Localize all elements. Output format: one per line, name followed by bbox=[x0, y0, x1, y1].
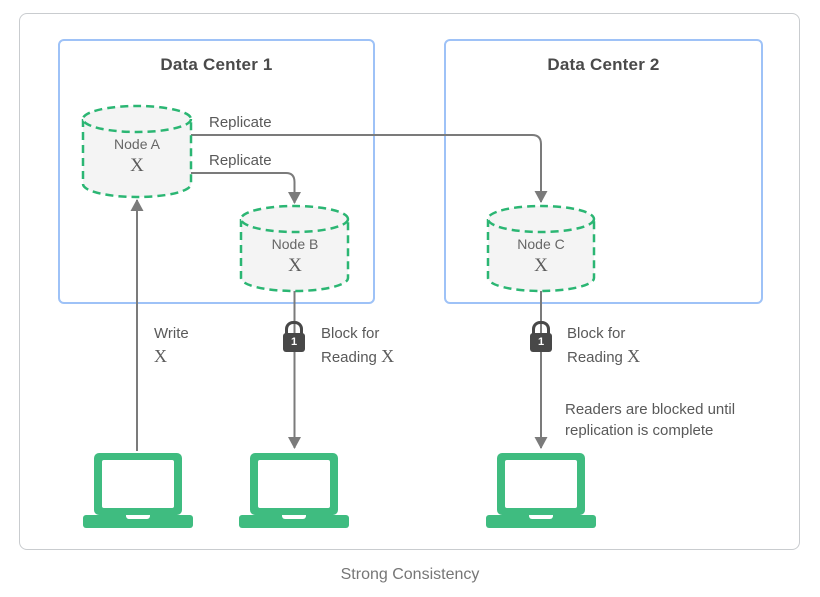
block-line1: Block for bbox=[567, 325, 626, 342]
lock-badge: 1 bbox=[530, 333, 552, 352]
laptop-icon-reader-1 bbox=[239, 453, 349, 529]
laptop-notch bbox=[529, 515, 553, 519]
block-value-x: X bbox=[627, 346, 641, 366]
laptop-screen-inner bbox=[258, 460, 330, 508]
lock-shackle bbox=[285, 321, 303, 336]
node-c-name: Node C bbox=[517, 236, 565, 252]
lock-badge: 1 bbox=[283, 333, 305, 352]
node-a-value: X bbox=[130, 155, 144, 176]
laptop-icon-reader-2 bbox=[486, 453, 596, 529]
readers-blocked-note: Readers are blocked until replication is… bbox=[565, 399, 735, 441]
note-line2: replication is complete bbox=[565, 422, 714, 439]
diagram-caption: Strong Consistency bbox=[340, 566, 480, 583]
node-b-name: Node B bbox=[271, 236, 319, 252]
replicate-label-1: Replicate bbox=[209, 114, 272, 131]
node-b-value: X bbox=[288, 255, 302, 276]
laptop-base bbox=[83, 515, 193, 528]
lock-icon-node-c: 1 bbox=[530, 321, 552, 352]
note-line1: Readers are blocked until bbox=[565, 401, 736, 418]
write-label: Write X bbox=[154, 322, 189, 369]
laptop-screen bbox=[94, 453, 182, 515]
laptop-screen bbox=[250, 453, 338, 515]
laptop-base bbox=[239, 515, 349, 528]
lock-shackle bbox=[532, 321, 550, 336]
laptop-screen-inner bbox=[505, 460, 577, 508]
block-value-x: X bbox=[381, 346, 395, 366]
laptop-icon-writer bbox=[83, 453, 193, 529]
block-line2: Reading bbox=[321, 349, 377, 366]
node-a-label: Node A X bbox=[83, 136, 191, 179]
replicate-label-2: Replicate bbox=[209, 152, 272, 169]
data-center-1-title: Data Center 1 bbox=[160, 55, 273, 74]
node-b-label: Node B X bbox=[241, 236, 349, 279]
block-line1: Block for bbox=[321, 325, 380, 342]
data-center-2-title: Data Center 2 bbox=[547, 55, 660, 74]
node-a-name: Node A bbox=[114, 136, 160, 152]
laptop-base bbox=[486, 515, 596, 528]
node-c-label: Node C X bbox=[487, 236, 595, 279]
block-label-node-b: Block for Reading X bbox=[321, 322, 394, 369]
laptop-notch bbox=[126, 515, 150, 519]
laptop-screen bbox=[497, 453, 585, 515]
block-label-node-c: Block for Reading X bbox=[567, 322, 640, 369]
node-c-value: X bbox=[534, 255, 548, 276]
write-label-text: Write bbox=[154, 325, 189, 342]
block-line2: Reading bbox=[567, 349, 623, 366]
laptop-screen-inner bbox=[102, 460, 174, 508]
write-value-x: X bbox=[154, 346, 167, 366]
diagram-canvas: Data Center 1 Data Center 2 bbox=[19, 13, 800, 550]
lock-icon-node-b: 1 bbox=[283, 321, 305, 352]
laptop-notch bbox=[282, 515, 306, 519]
